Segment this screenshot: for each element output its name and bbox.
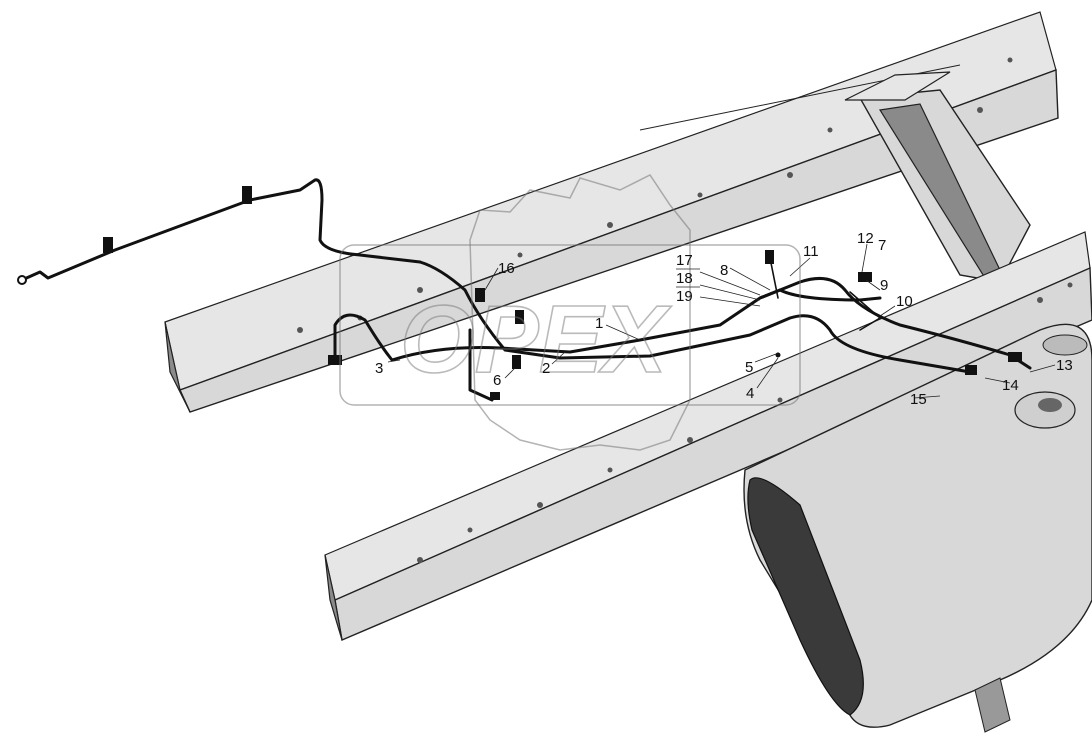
watermark-text: OPEX bbox=[400, 286, 672, 393]
callout-1: 1 bbox=[595, 315, 603, 332]
callout-6: 6 bbox=[493, 372, 501, 389]
upper-frame-rail bbox=[164, 11, 1059, 413]
callout-19: 19 bbox=[676, 288, 693, 305]
watermark: OPEX bbox=[339, 174, 801, 451]
callout-18: 18 bbox=[676, 270, 693, 287]
cross-member bbox=[844, 71, 1031, 283]
callout-2: 2 bbox=[542, 360, 550, 377]
callout-3: 3 bbox=[375, 360, 383, 377]
callout-8: 8 bbox=[720, 262, 728, 279]
callout-labels: 1 2 3 4 5 6 7 8 9 10 11 12 13 14 15 16 1… bbox=[375, 230, 1073, 408]
fuel-tank bbox=[743, 323, 1092, 733]
callout-12: 12 bbox=[857, 230, 874, 247]
callout-11: 11 bbox=[803, 243, 819, 260]
leader-lines bbox=[387, 243, 1056, 399]
external-fuel-pipe bbox=[17, 178, 422, 285]
callout-10: 10 bbox=[896, 293, 913, 310]
callout-9: 9 bbox=[880, 277, 888, 294]
callout-16: 16 bbox=[498, 260, 515, 277]
callout-15: 15 bbox=[910, 391, 927, 408]
callout-5: 5 bbox=[745, 359, 753, 376]
callout-14: 14 bbox=[1002, 377, 1019, 394]
callout-17: 17 bbox=[676, 252, 693, 269]
callout-7: 7 bbox=[878, 237, 886, 254]
frame-holes bbox=[297, 57, 1073, 563]
fuel-lines bbox=[328, 250, 1032, 402]
callout-13: 13 bbox=[1056, 357, 1073, 374]
callout-4: 4 bbox=[746, 385, 754, 402]
